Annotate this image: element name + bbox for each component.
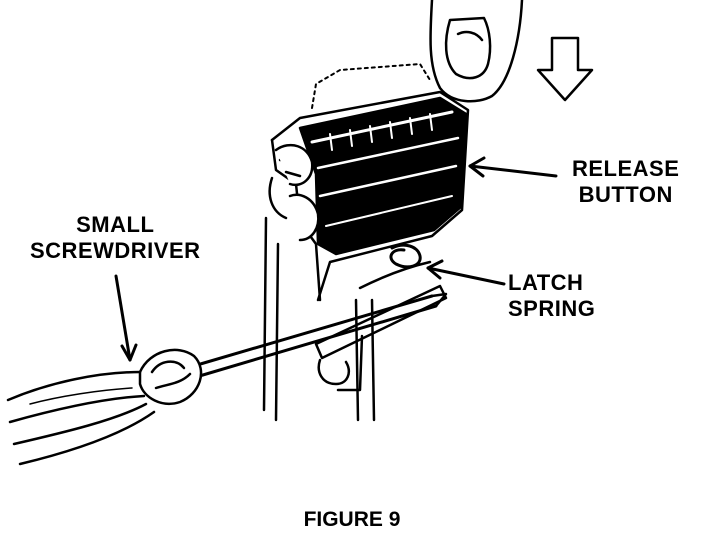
- release-button-leader: [468, 156, 558, 178]
- screwdriver: [6, 292, 448, 466]
- latch-label-line2: SPRING: [508, 296, 596, 321]
- release-button-label: RELEASE BUTTON: [572, 156, 679, 208]
- buckle-body: [268, 90, 470, 392]
- latch-spring-leader: [426, 259, 506, 286]
- release-label-line2: BUTTON: [578, 182, 673, 207]
- figure-caption: FIGURE 9: [303, 508, 401, 531]
- webbing-strap: [262, 216, 376, 422]
- screwdriver-label-line1: SMALL: [76, 212, 155, 237]
- down-arrow-icon: [536, 36, 594, 102]
- small-screwdriver-label: SMALL SCREWDRIVER: [30, 212, 201, 264]
- latch-label-line1: LATCH: [508, 270, 584, 295]
- release-label-line1: RELEASE: [572, 156, 680, 181]
- button-travel-outline: [311, 63, 431, 109]
- screwdriver-label-line2: SCREWDRIVER: [30, 238, 201, 263]
- screwdriver-leader: [114, 274, 138, 362]
- finger: [429, 0, 524, 103]
- latch-spring-label: LATCH SPRING: [508, 270, 595, 322]
